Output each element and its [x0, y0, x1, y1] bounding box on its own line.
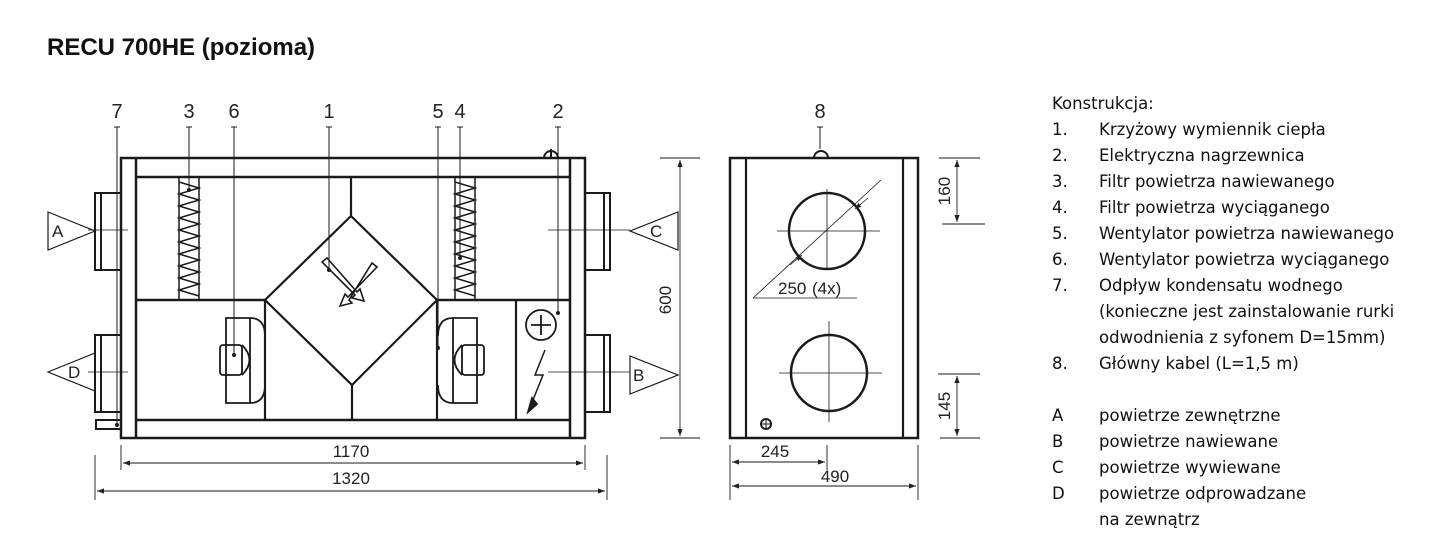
- heat-exchanger: [263, 177, 518, 420]
- cable-icon: [813, 150, 829, 159]
- air-arrows: A D C B: [46, 211, 680, 395]
- front-view: 8 250 (4x) 160 145 245 490: [728, 101, 985, 500]
- item-text: Filtr powietrza nawiewanego: [1099, 172, 1335, 191]
- filter-3: [176, 176, 202, 301]
- item-number: 4.: [1052, 198, 1068, 217]
- fan-6: [219, 317, 266, 404]
- callout-1: 1: [323, 101, 334, 123]
- dim-145: 145: [935, 392, 954, 420]
- air-label-c: C: [650, 222, 662, 241]
- air-label-a: A: [52, 222, 64, 241]
- air-text: powietrze odprowadzane na zewnątrz: [1099, 484, 1307, 529]
- callout-4: 4: [454, 101, 465, 123]
- item-text: Wentylator powietrza wyciąganego: [1099, 250, 1390, 269]
- air-label-b: B: [633, 366, 644, 385]
- legend-item: 2. Elektryczna nagrzewnica: [1052, 143, 1411, 169]
- item-text: Wentylator powietrza nawiewanego: [1099, 224, 1395, 243]
- item-number: 6.: [1052, 250, 1068, 269]
- centerlines: [88, 229, 630, 373]
- item-number: 2.: [1052, 146, 1068, 165]
- page-title: RECU 700HE (pozioma): [47, 34, 316, 61]
- legend-item: 7. Odpływ kondensatu wodnego (konieczne j…: [1052, 273, 1411, 351]
- item-text: Elektryczna nagrzewnica: [1099, 146, 1305, 165]
- legend-item: 8. Główny kabel (L=1,5 m): [1052, 351, 1411, 377]
- callout-5: 5: [432, 101, 443, 123]
- dimensions: 1170 1320 600: [94, 157, 700, 500]
- dim-490: 490: [821, 467, 849, 486]
- main-cable-icon: [543, 149, 559, 159]
- dim-160: 160: [935, 177, 954, 205]
- item-text: Odpływ kondensatu wodnego (konieczne jes…: [1099, 276, 1395, 347]
- item-text: Główny kabel (L=1,5 m): [1099, 354, 1299, 373]
- callout-7: 7: [111, 101, 122, 123]
- condensate-drain: [95, 419, 122, 430]
- dim-250: 250: [778, 279, 806, 298]
- legend: Konstrukcja: 1. Krzyżowy wymiennik ciepła…: [1052, 91, 1411, 533]
- dim-1320: 1320: [332, 469, 370, 488]
- item-number: 5.: [1052, 224, 1068, 243]
- crossflow-arrows-icon: [320, 256, 379, 308]
- air-key: C: [1052, 458, 1064, 477]
- item-number: 1.: [1052, 120, 1068, 139]
- callout-6: 6: [228, 101, 239, 123]
- air-key: B: [1052, 432, 1064, 451]
- side-view: 7 3 6 1 5 4 2: [46, 101, 700, 500]
- ducts: [94, 149, 611, 430]
- item-text: Krzyżowy wymiennik ciepła: [1099, 120, 1326, 139]
- callout-numbers: 7 3 6 1 5 4 2: [111, 101, 563, 123]
- lightning-icon: [532, 349, 546, 401]
- dim-245: 245: [761, 442, 789, 461]
- item-number: 7.: [1052, 276, 1068, 295]
- air-key: A: [1052, 406, 1064, 425]
- item-text: Filtr powietrza wyciąganego: [1099, 198, 1330, 217]
- air-text: powietrze nawiewane: [1099, 432, 1279, 451]
- filter-4: [452, 176, 478, 301]
- legend-item: 3. Filtr powietrza nawiewanego: [1052, 169, 1411, 195]
- legend-heading: Konstrukcja:: [1052, 94, 1154, 113]
- electric-heater: [525, 309, 557, 415]
- dim-1170: 1170: [333, 442, 370, 461]
- air-text: powietrze zewnętrzne: [1099, 406, 1281, 425]
- callout-8: 8: [814, 101, 825, 123]
- legend-item: 6. Wentylator powietrza wyciąganego: [1052, 247, 1411, 273]
- dim-600: 600: [656, 286, 675, 314]
- callout-2: 2: [552, 101, 563, 123]
- front-dimensions: 160 145 245 490: [729, 157, 985, 500]
- item-number: 8.: [1052, 354, 1068, 373]
- fan-5: [437, 317, 485, 404]
- legend-item: 5. Wentylator powietrza nawiewanego: [1052, 221, 1411, 247]
- legend-item: 4. Filtr powietrza wyciąganego: [1052, 195, 1411, 221]
- legend-item: 1. Krzyżowy wymiennik ciepła: [1052, 117, 1411, 143]
- air-label-d: D: [68, 363, 80, 382]
- air-key: D: [1052, 484, 1065, 503]
- callout-3: 3: [183, 101, 194, 123]
- item-number: 3.: [1052, 172, 1068, 191]
- dim-count: (4x): [812, 279, 841, 298]
- air-text: powietrze wywiewane: [1099, 458, 1281, 477]
